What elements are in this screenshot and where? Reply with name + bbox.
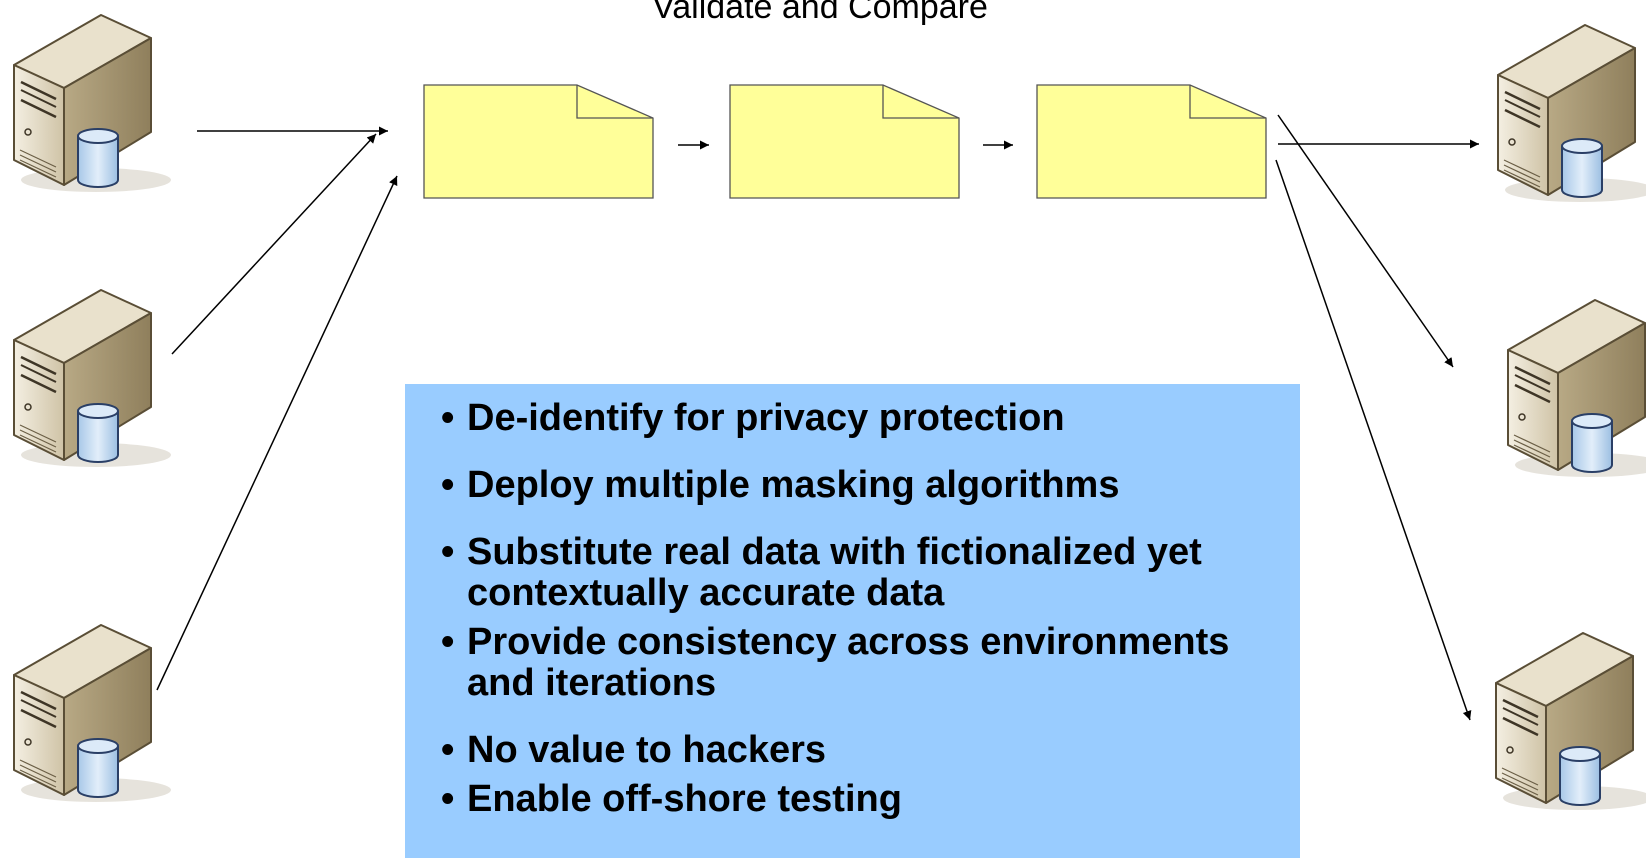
target-server-3-icon: [1494, 631, 1646, 812]
document-3-icon: [1036, 84, 1267, 199]
target-server-1-icon: [1496, 23, 1646, 204]
source-server-3-icon: [12, 623, 173, 804]
arrow-source-2: [171, 133, 377, 355]
bullet-item: Enable off-shore testing: [441, 779, 1280, 821]
bullet-item: De-identify for privacy protection: [441, 398, 1280, 440]
arrow-target-2: [1277, 114, 1454, 368]
benefits-panel: De-identify for privacy protection Deplo…: [405, 384, 1300, 858]
benefits-list: De-identify for privacy protection Deplo…: [441, 398, 1280, 821]
diagram-title: Validate and Compare: [652, 0, 988, 26]
bullet-item: No value to hackers: [441, 730, 1280, 772]
bullet-item: Deploy multiple masking algorithms: [441, 465, 1280, 507]
bullet-item: Provide consistency across environments …: [441, 622, 1280, 704]
document-1-icon: [423, 84, 654, 199]
target-server-2-icon: [1506, 298, 1646, 479]
document-2-icon: [729, 84, 960, 199]
arrow-source-3: [156, 175, 398, 691]
source-server-1-icon: [12, 13, 173, 194]
arrow-target-3: [1275, 159, 1472, 721]
bullet-item: Substitute real data with fictionalized …: [441, 532, 1280, 614]
source-server-2-icon: [12, 288, 173, 469]
